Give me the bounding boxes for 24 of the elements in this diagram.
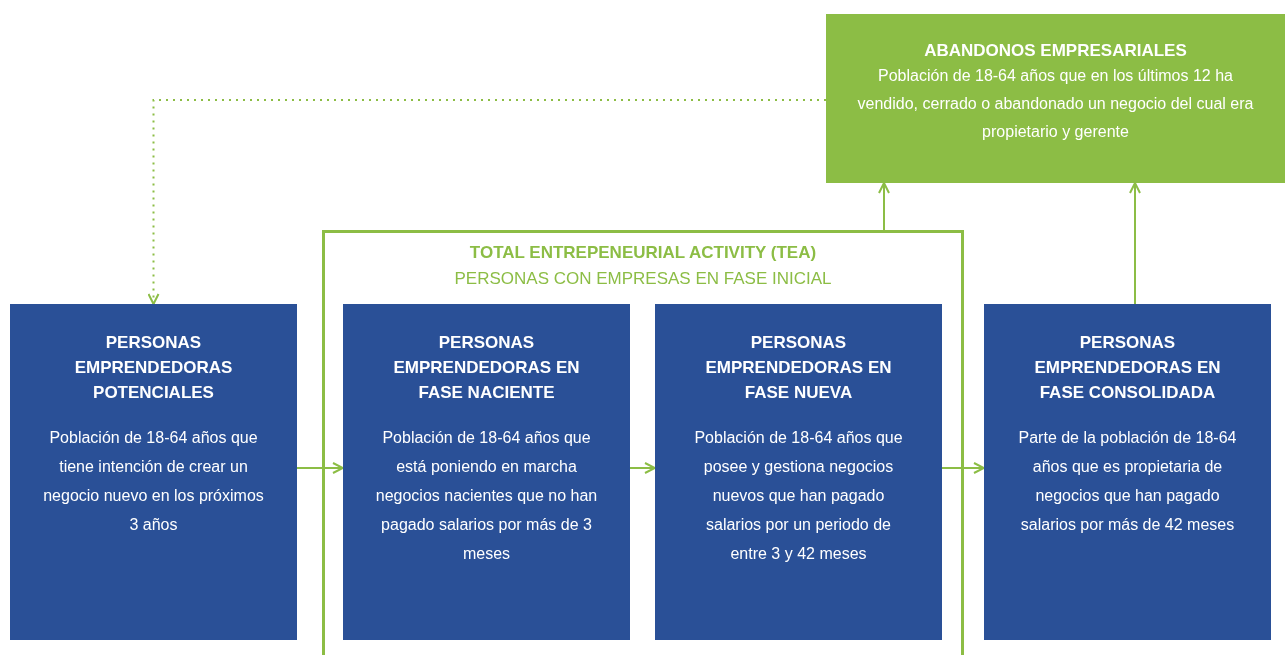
- box-title: PERSONAS EMPRENDEDORAS EN FASE NACIENTE: [392, 332, 581, 404]
- arrow: [878, 182, 890, 231]
- box-description: Población de 18-64 años que en los últimos 12 ha vendido, cerrado o abandonado un negocio del cual era propietario y gerente: [856, 66, 1255, 142]
- box-title: PERSONAS EMPRENDEDORAS EN FASE NUEVA: [704, 332, 893, 404]
- group-frame: [322, 230, 964, 655]
- box-description: Población de 18-64 años que está poniendo en marcha negocios nacientes que no han pagado salarios por más de 3 meses: [375, 428, 598, 564]
- arrow: [296, 462, 344, 474]
- box-description: Población de 18-64 años que tiene intención de crear un negocio nuevo en los próximos 3 años: [42, 428, 265, 535]
- arrow: [1129, 182, 1141, 305]
- box-title: ABANDONOS EMPRESARIALES: [923, 40, 1188, 62]
- process-box: [984, 304, 1271, 640]
- arrow: [941, 462, 985, 474]
- box-title: PERSONAS EMPRENDEDORAS EN FASE CONSOLIDADA: [1033, 332, 1222, 404]
- group-subtitle: PERSONAS CON EMPRESAS EN FASE INICIAL: [453, 269, 833, 289]
- group-title: TOTAL ENTREPENEURIAL ACTIVITY (TEA): [468, 243, 818, 263]
- process-box: [826, 14, 1285, 183]
- arrow: [629, 462, 656, 474]
- dotted-arrow: [147, 99, 827, 305]
- process-box: [343, 304, 630, 640]
- box-description: Parte de la población de 18-64 años que es propietaria de negocios que han pagado salarios por más de 42 meses: [1017, 428, 1238, 535]
- box-title: PERSONAS EMPRENDEDORAS POTENCIALES: [73, 332, 234, 404]
- box-description: Población de 18-64 años que posee y gestiona negocios nuevos que han pagado salarios por un periodo de entre 3 y 42 meses: [693, 428, 904, 564]
- process-box: [10, 304, 297, 640]
- process-box: [655, 304, 942, 640]
